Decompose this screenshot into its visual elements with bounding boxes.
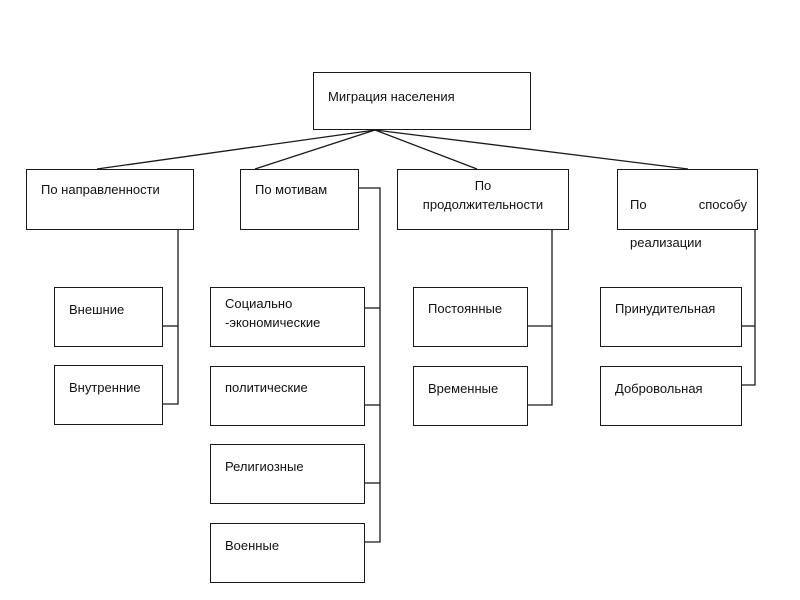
category-label-method: По способу реализации <box>630 176 747 271</box>
leaf-node-permanent: Постоянные <box>413 287 528 347</box>
leaf-label-political: политические <box>225 380 308 395</box>
root-label: Миграция населения <box>328 89 455 104</box>
leaf-label-forced: Принудительная <box>615 301 716 316</box>
motive-bracket <box>359 187 381 543</box>
leaf-label-external: Внешние <box>69 302 125 317</box>
leaf-label-temporary: Временные <box>428 381 499 396</box>
category-label-method-word1: По <box>630 197 647 212</box>
category-label-method-line2: реализации <box>630 235 702 250</box>
leaf-node-political: политические <box>210 366 365 426</box>
leaf-label-internal: Внутренние <box>69 380 141 395</box>
leaf-label-voluntary: Добровольная <box>615 381 703 396</box>
root-to-direction-line <box>96 129 376 170</box>
leaf-node-religious: Религиозные <box>210 444 365 504</box>
leaf-label-religious: Религиозные <box>225 459 304 474</box>
leaf-node-voluntary: Добровольная <box>600 366 742 426</box>
category-node-direction: По направленности <box>26 169 194 230</box>
root-to-duration-line <box>374 129 478 170</box>
root-to-motive-line <box>254 129 376 170</box>
root-to-method-line <box>374 129 689 170</box>
category-label-method-word2: способу <box>698 197 747 212</box>
method-bracket <box>742 230 756 386</box>
leaf-label-permanent: Постоянные <box>428 301 503 316</box>
leaf-node-forced: Принудительная <box>600 287 742 347</box>
duration-bracket <box>528 230 553 406</box>
category-label-motive: По мотивам <box>255 182 328 197</box>
leaf-node-socioeconomic: Социально -экономические <box>210 287 365 347</box>
category-node-method: По способу реализации <box>617 169 758 250</box>
category-label-method-line1: По способу <box>630 195 747 214</box>
leaf-label-military: Военные <box>225 538 280 553</box>
category-label-duration: По продолжительности <box>422 178 544 212</box>
category-label-direction: По направленности <box>41 182 160 197</box>
leaf-node-military: Военные <box>210 523 365 583</box>
root-node: Миграция населения <box>313 72 531 130</box>
leaf-label-socioeconomic: Социально -экономические <box>225 296 321 330</box>
category-node-motive: По мотивам <box>240 169 359 230</box>
category-node-duration: По продолжительности <box>397 169 569 230</box>
leaf-node-internal: Внутренние <box>54 365 163 425</box>
leaf-node-temporary: Временные <box>413 366 528 426</box>
leaf-node-external: Внешние <box>54 287 163 347</box>
direction-bracket <box>163 230 179 405</box>
